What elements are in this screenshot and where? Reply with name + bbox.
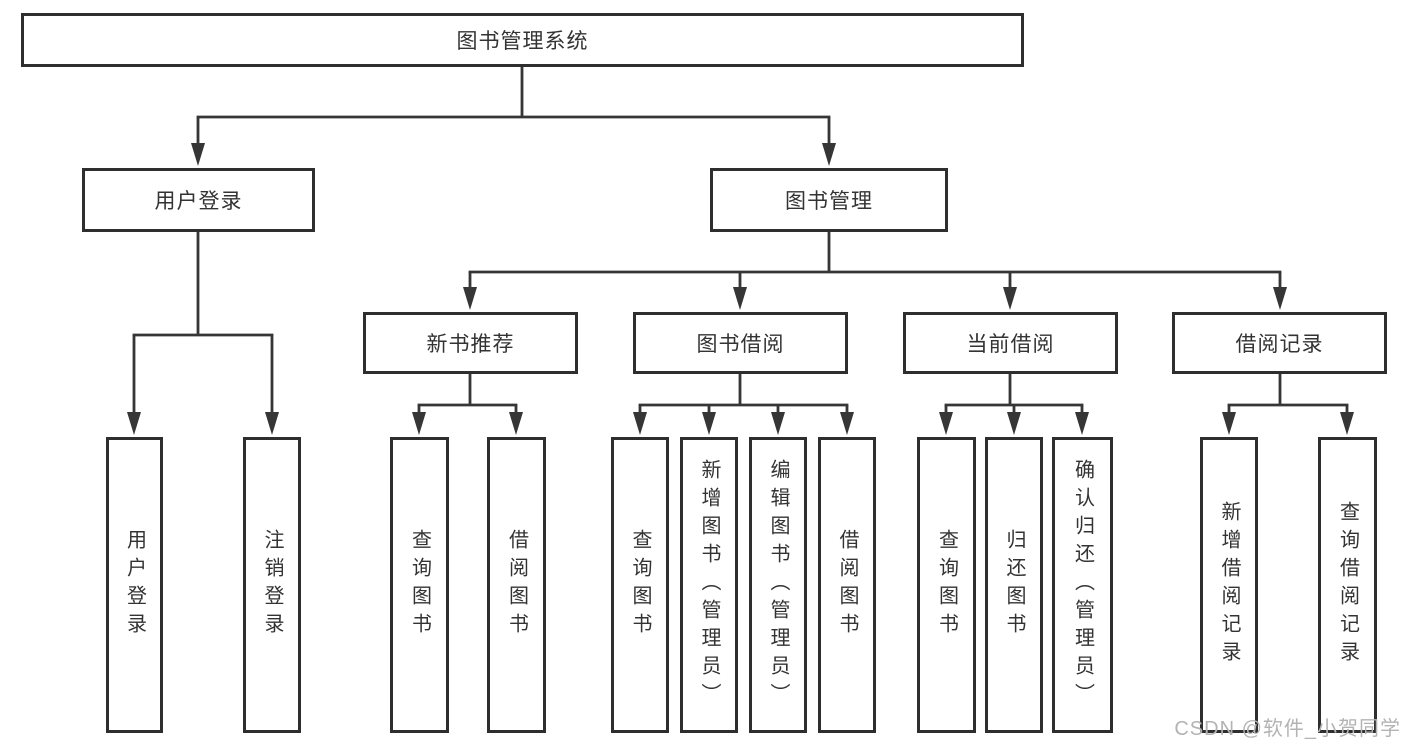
arrowhead-down-icon [1273,287,1287,310]
node-leaf-bor-borrow: 借阅图书 [818,437,876,733]
node-leaf-recd-add: 新增借阅记录 [1200,437,1258,733]
arrowhead-down-icon [939,412,953,435]
arrowhead-down-icon [265,412,279,435]
node-leaf-bor-edit: 编辑图书（管理员） [749,437,807,733]
node-current: 当前借阅 [903,312,1118,374]
node-record: 借阅记录 [1172,312,1387,374]
node-leaf-cur-return: 归还图书 [985,437,1043,733]
arrowhead-down-icon [1007,412,1021,435]
arrowhead-down-icon [840,412,854,435]
arrowhead-down-icon [1003,287,1017,310]
arrowhead-down-icon [412,412,426,435]
arrowhead-down-icon [733,287,747,310]
arrowhead-down-icon [509,412,523,435]
node-leaf-user-login: 用户登录 [106,437,163,733]
node-leaf-cur-query: 查询图书 [917,437,976,733]
arrowhead-down-icon [702,412,716,435]
node-leaf-cur-confirm: 确认归还（管理员） [1052,437,1113,733]
arrowhead-down-icon [463,287,477,310]
node-leaf-recd-query: 查询借阅记录 [1318,437,1377,733]
node-borrow: 图书借阅 [633,312,848,374]
watermark: CSDN @软件_小贺同学 [1174,718,1401,740]
arrowhead-down-icon [191,143,205,166]
arrowhead-down-icon [1075,412,1089,435]
node-leaf-bor-query: 查询图书 [611,437,669,733]
node-rec: 新书推荐 [363,312,578,374]
node-leaf-logout: 注销登录 [243,437,301,733]
arrowhead-down-icon [771,412,785,435]
node-login: 用户登录 [82,168,315,232]
node-root: 图书管理系统 [21,13,1024,67]
arrowhead-down-icon [822,143,836,166]
node-leaf-rec-query: 查询图书 [390,437,449,733]
arrowhead-down-icon [1222,412,1236,435]
node-leaf-bor-add: 新增图书（管理员） [680,437,738,733]
arrowhead-down-icon [1340,412,1354,435]
arrowhead-down-icon [633,412,647,435]
node-leaf-rec-borrow: 借阅图书 [487,437,546,733]
arrowhead-down-icon [127,412,141,435]
node-mgmt: 图书管理 [710,168,948,232]
